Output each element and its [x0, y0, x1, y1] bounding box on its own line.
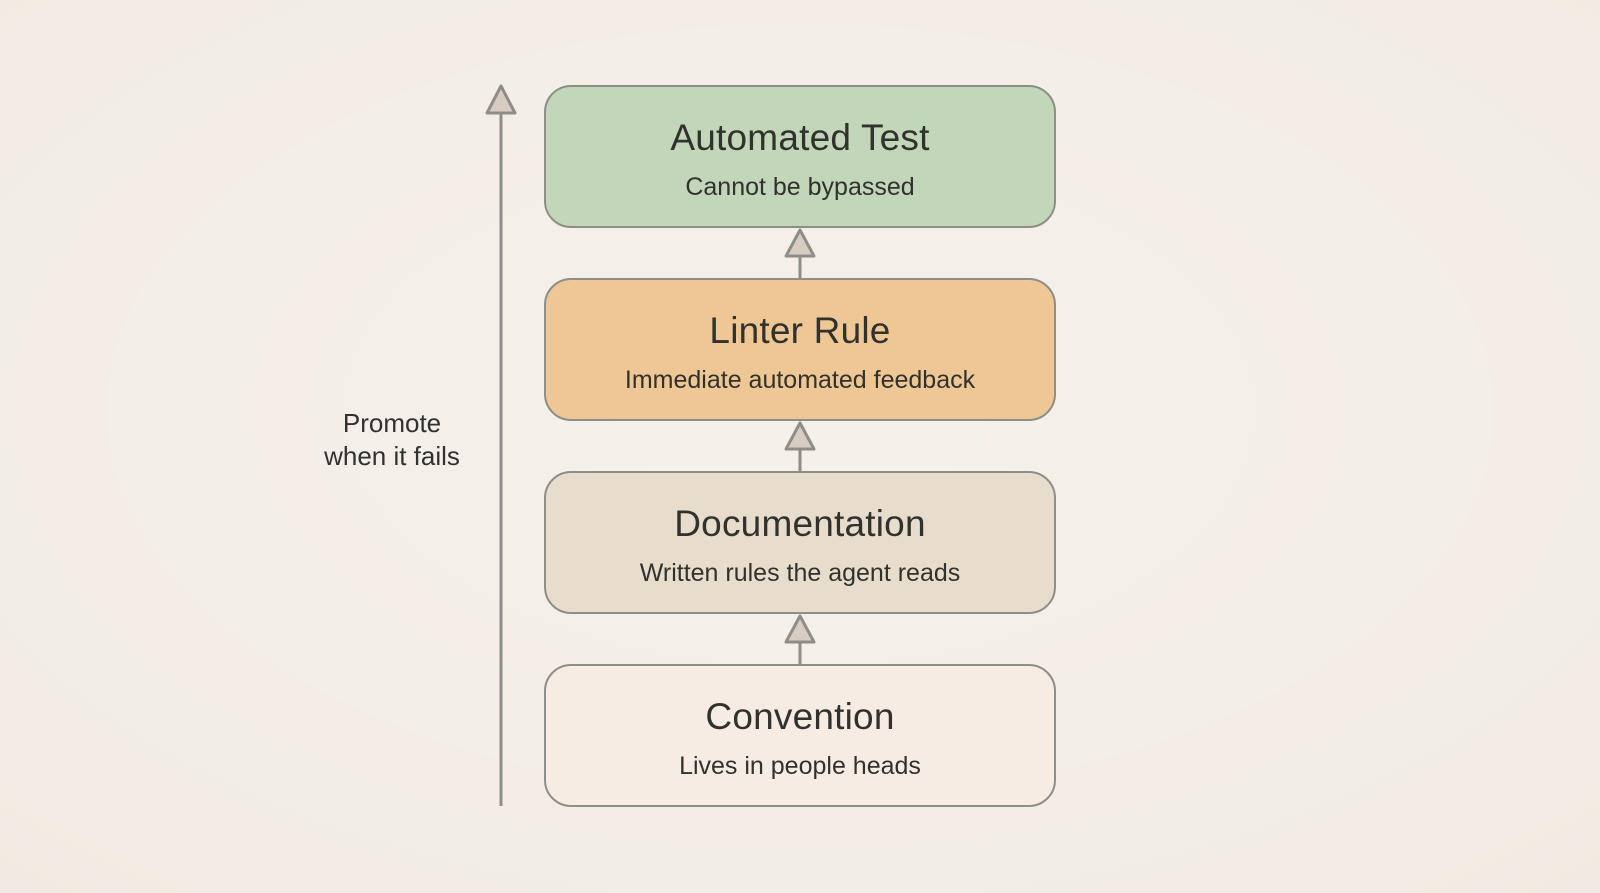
side-label-line-2: when it fails: [324, 441, 460, 471]
level-subtitle: Written rules the agent reads: [639, 559, 961, 587]
up-arrow-icon: [784, 614, 816, 664]
level-box-documentation: Documentation Written rules the agent re…: [544, 471, 1056, 614]
level-box-convention: Convention Lives in people heads: [544, 664, 1056, 807]
up-arrow-icon: [784, 228, 816, 278]
promote-when-it-fails-label: Promote when it fails: [292, 407, 492, 473]
level-box-automated-test: Automated Test Cannot be bypassed: [544, 85, 1056, 228]
level-title: Linter Rule: [709, 310, 891, 351]
level-subtitle: Immediate automated feedback: [624, 366, 976, 394]
level-subtitle: Cannot be bypassed: [685, 173, 915, 201]
level-box-linter-rule: Linter Rule Immediate automated feedback: [544, 278, 1056, 421]
level-subtitle: Lives in people heads: [679, 752, 921, 780]
level-title: Automated Test: [670, 117, 930, 158]
level-title: Documentation: [674, 503, 926, 544]
side-label-line-1: Promote: [342, 408, 442, 438]
level-title: Convention: [705, 696, 895, 737]
promote-axis-arrow-icon: [485, 84, 517, 806]
up-arrow-icon: [784, 421, 816, 471]
